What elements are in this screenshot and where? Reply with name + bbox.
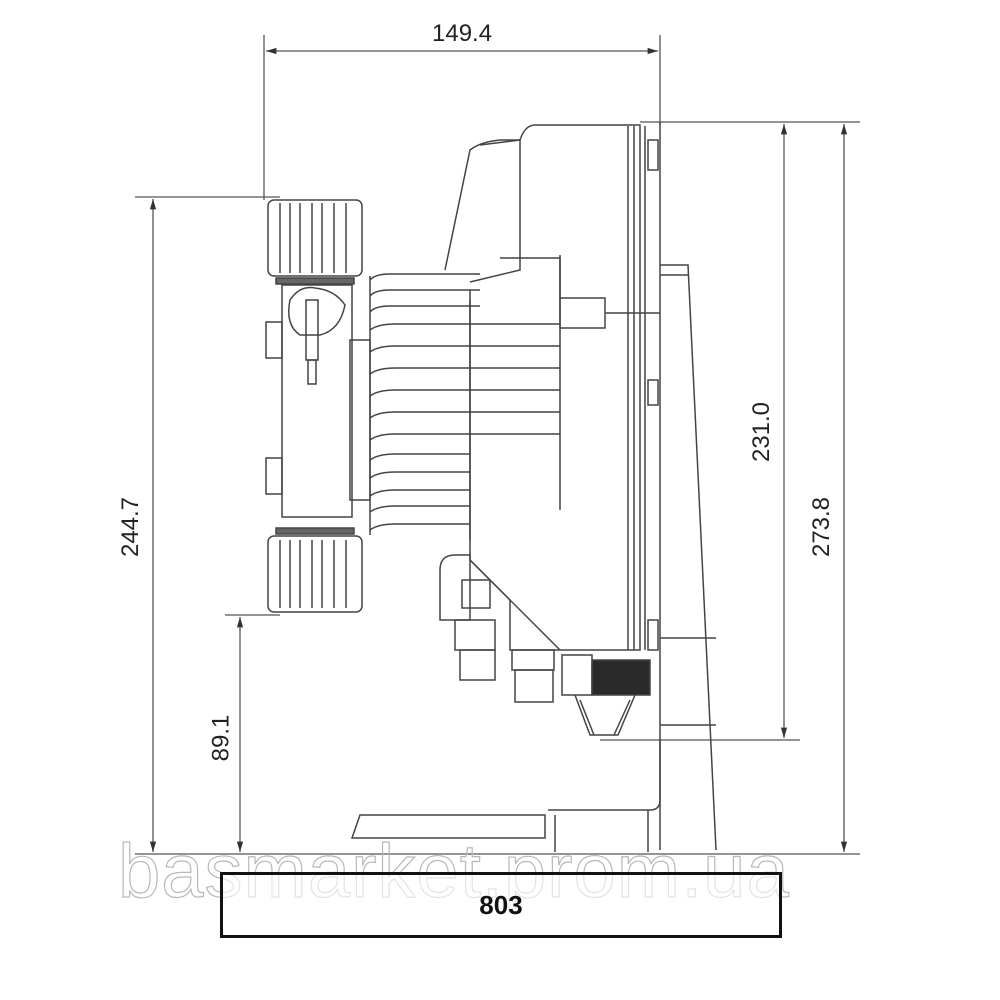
dimension-width-label: 149.4 bbox=[432, 20, 493, 47]
bottom-valve-nut bbox=[267, 527, 363, 613]
model-label: 803 bbox=[479, 889, 523, 920]
top-valve-nut bbox=[267, 199, 363, 285]
dimension-overall-height-label: 273.8 bbox=[808, 496, 836, 558]
pump-body bbox=[265, 122, 717, 852]
model-label-box: 803 bbox=[220, 872, 782, 938]
dimension-lines bbox=[135, 35, 860, 855]
dimension-connector-height-label: 89.1 bbox=[207, 714, 235, 762]
dimension-inlet-height-label: 244.7 bbox=[117, 496, 145, 558]
cooling-fins bbox=[369, 255, 561, 540]
dimension-body-height-label: 231.0 bbox=[748, 401, 776, 463]
